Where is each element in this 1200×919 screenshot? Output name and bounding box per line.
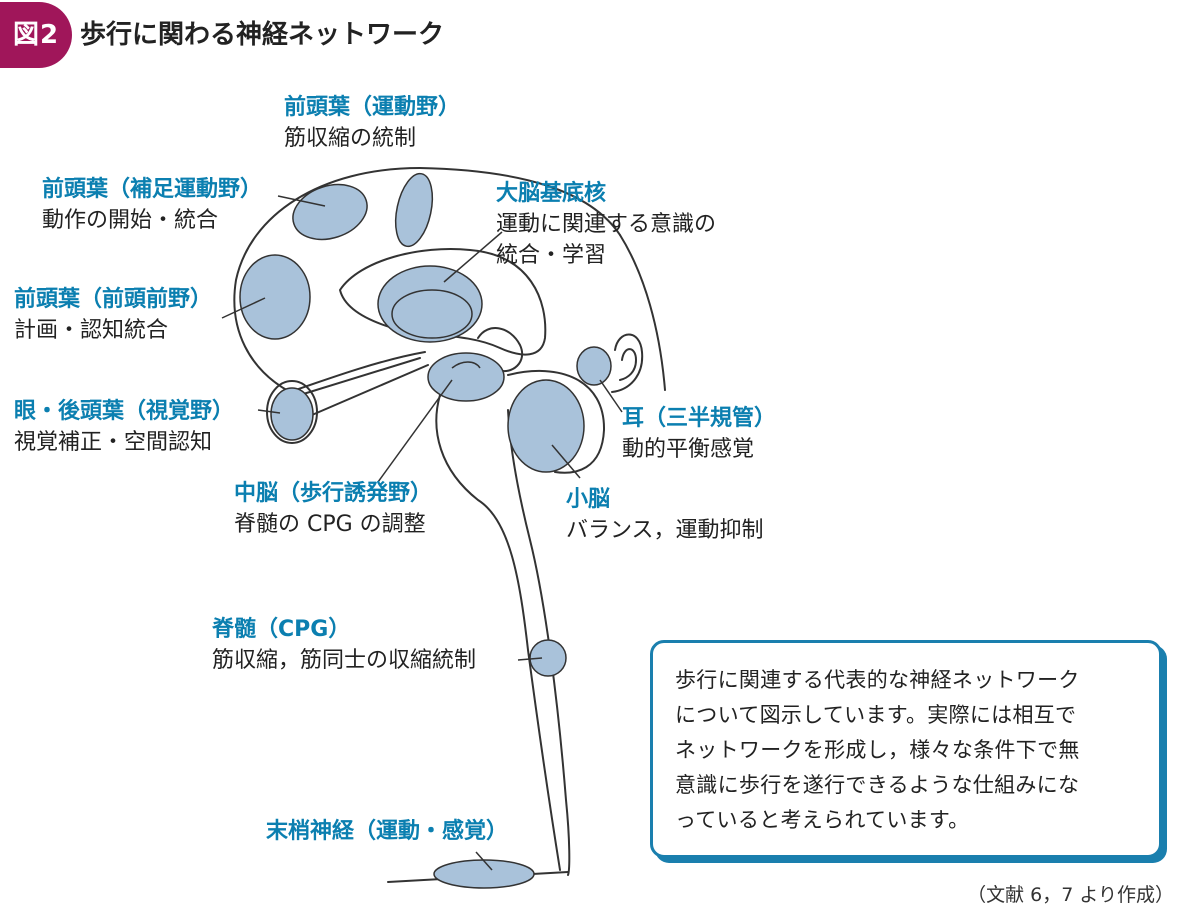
cerebellum-outline (507, 369, 606, 474)
label-spinal-cord-head: 脊髄（CPG） (212, 617, 351, 642)
explanation-line-2: について図示しています。実際には相互で (675, 703, 1077, 727)
label-basal-ganglia-desc2: 統合・学習 (496, 243, 607, 268)
label-ear-head: 耳（三半規管） (622, 406, 777, 431)
label-prefrontal-desc: 計画・認知統合 (14, 318, 169, 343)
label-basal-ganglia-head: 大脳基底核 (496, 181, 607, 206)
region-motor-cortex (394, 172, 434, 248)
label-cerebellum: 小脳 バランス，運動抑制 (566, 484, 764, 546)
label-supplementary-motor: 前頭葉（補足運動野） 動作の開始・統合 (42, 174, 262, 236)
leader-spinal (517, 657, 543, 661)
figure-title: 歩行に関わる神経ネットワーク (80, 20, 445, 50)
leader-visual (257, 409, 281, 414)
eye-outline (266, 380, 318, 444)
spinal-cord-right (507, 409, 571, 876)
explanation-line-3: ネットワークを形成し，様々な条件下で無 (675, 738, 1080, 762)
explanation-line-5: っていると考えられています。 (675, 808, 970, 832)
explanation-line-4: 意識に歩行を遂行できるような仕組みにな (675, 773, 1080, 797)
brainstem-arch (477, 327, 523, 373)
ear-inner (619, 348, 637, 381)
label-basal-ganglia: 大脳基底核 運動に関連する意識の 統合・学習 (496, 178, 716, 271)
source-citation: （文献 6，7 より作成） (967, 884, 1174, 906)
region-basal-ganglia (377, 265, 483, 343)
label-prefrontal-head: 前頭葉（前頭前野） (14, 287, 213, 312)
label-peripheral-head: 末梢神経（運動・感覚） (266, 819, 509, 844)
leader-basal-ganglia (443, 231, 503, 283)
region-midbrain (427, 352, 505, 402)
label-cerebellum-desc: バランス，運動抑制 (566, 518, 764, 543)
leader-cerebellum (551, 444, 581, 479)
region-prefrontal (239, 254, 311, 340)
leader-peripheral (475, 851, 493, 871)
label-ear: 耳（三半規管） 動的平衡感覚 (622, 403, 776, 465)
region-basal-ganglia-inner (391, 289, 473, 339)
label-motor-cortex: 前頭葉（運動野） 筋収縮の統制 (284, 92, 460, 154)
region-visual-eye (270, 387, 314, 441)
explanation-line-1: 歩行に関連する代表的な神経ネットワーク (675, 668, 1080, 692)
label-supplementary-motor-head: 前頭葉（補足運動野） (42, 177, 263, 202)
leader-ear (599, 379, 623, 413)
region-supplementary-motor (292, 183, 368, 241)
explanation-box: 歩行に関連する代表的な神経ネットワーク について図示しています。実際には相互で … (650, 640, 1162, 858)
label-spinal-cord: 脊髄（CPG） 筋収縮，筋同士の収縮統制 (212, 614, 476, 676)
optic-tract-lower (304, 364, 429, 419)
label-peripheral: 末梢神経（運動・感覚） (266, 816, 508, 847)
label-motor-cortex-head: 前頭葉（運動野） (284, 95, 461, 120)
label-visual: 眼・後頭葉（視覚野） 視覚補正・空間認知 (14, 396, 234, 458)
label-spinal-cord-desc: 筋収縮，筋同士の収縮統制 (212, 648, 477, 673)
label-midbrain-head: 中脳（歩行誘発野） (234, 481, 433, 506)
label-ear-desc: 動的平衡感覚 (622, 437, 755, 462)
region-spinal-cpg (529, 639, 567, 677)
label-midbrain-desc: 脊髄の CPG の調整 (234, 512, 426, 537)
region-ear (576, 346, 612, 386)
figure-number-badge: 図2 (0, 2, 72, 68)
label-visual-head: 眼・後頭葉（視覚野） (14, 399, 235, 424)
leader-midbrain (377, 379, 453, 483)
region-peripheral-nerve (433, 859, 535, 889)
leader-prefrontal (221, 297, 266, 319)
label-prefrontal: 前頭葉（前頭前野） 計画・認知統合 (14, 284, 212, 346)
label-basal-ganglia-desc1: 運動に関連する意識の (496, 212, 717, 237)
leader-supplementary-motor (277, 195, 326, 207)
label-visual-desc: 視覚補正・空間認知 (14, 430, 213, 455)
optic-tract-upper (299, 357, 421, 396)
label-cerebellum-head: 小脳 (566, 487, 611, 512)
spinal-cord-left (435, 394, 561, 871)
ear-outline (611, 333, 644, 393)
brain-outline (233, 167, 621, 393)
label-midbrain: 中脳（歩行誘発野） 脊髄の CPG の調整 (234, 478, 432, 540)
label-motor-cortex-desc: 筋収縮の統制 (284, 126, 417, 151)
label-supplementary-motor-desc: 動作の開始・統合 (42, 208, 219, 233)
region-cerebellum (507, 379, 585, 473)
occipital-outline (619, 234, 666, 391)
